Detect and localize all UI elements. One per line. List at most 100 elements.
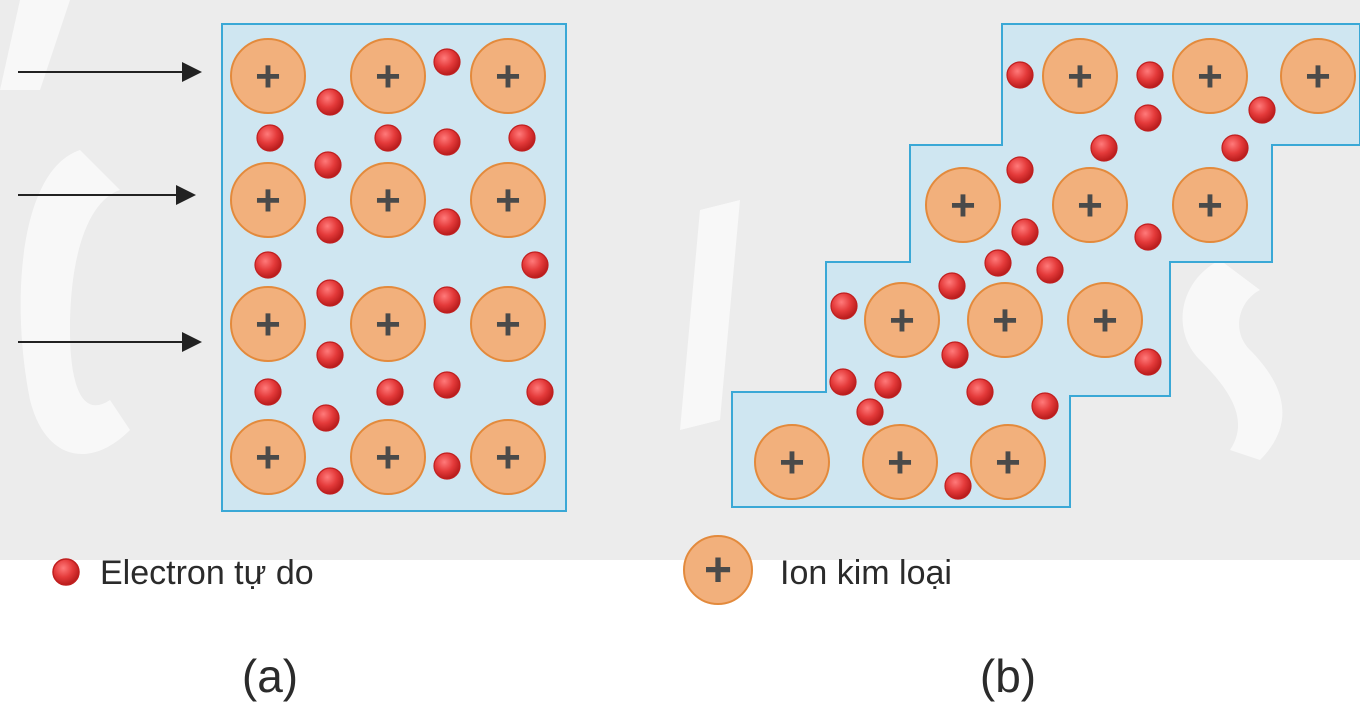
free-electron: [433, 208, 461, 236]
metal-ion: +: [967, 282, 1043, 358]
metal-ion: +: [350, 38, 426, 114]
legend-electron-label: Electron tự do: [100, 554, 314, 592]
legend: Electron tự do + Ion kim loại: [52, 535, 952, 605]
free-electron: [1006, 156, 1034, 184]
free-electron: [944, 472, 972, 500]
metal-ion: +: [350, 286, 426, 362]
free-electron: [1090, 134, 1118, 162]
ion-plus-symbol: +: [375, 433, 401, 482]
free-electron: [316, 341, 344, 369]
metal-ion: +: [925, 167, 1001, 243]
ion-plus-symbol: +: [887, 438, 913, 487]
metal-ion: +: [230, 38, 306, 114]
ion-plus-symbol: +: [704, 544, 732, 597]
free-electron: [316, 279, 344, 307]
legend-ion: + Ion kim loại: [683, 535, 952, 605]
free-electron: [874, 371, 902, 399]
free-electron: [256, 124, 284, 152]
free-electron: [316, 216, 344, 244]
free-electron: [374, 124, 402, 152]
ion-plus-symbol: +: [255, 300, 281, 349]
legend-electron: Electron tự do: [52, 554, 314, 592]
free-electron: [433, 48, 461, 76]
metal-ion: +: [1067, 282, 1143, 358]
free-electron: [433, 128, 461, 156]
metal-ion: +: [350, 162, 426, 238]
metal-ion: +: [1052, 167, 1128, 243]
ion-plus-symbol: +: [375, 176, 401, 225]
metal-ion: +: [754, 424, 830, 500]
ion-plus-symbol: +: [1197, 52, 1223, 101]
ion-plus-symbol: +: [495, 176, 521, 225]
ion-plus-symbol: +: [255, 52, 281, 101]
free-electron: [314, 151, 342, 179]
free-electron: [1248, 96, 1276, 124]
free-electron: [433, 286, 461, 314]
free-electron: [376, 378, 404, 406]
ion-plus-symbol: +: [255, 433, 281, 482]
free-electron: [1134, 223, 1162, 251]
watermark: [0, 0, 1283, 460]
free-electron: [433, 371, 461, 399]
free-electron: [941, 341, 969, 369]
metal-ion: +: [470, 286, 546, 362]
ion-plus-symbol: +: [1197, 181, 1223, 230]
metal-ion: +: [862, 424, 938, 500]
free-electron: [254, 378, 282, 406]
free-electron: [1006, 61, 1034, 89]
ion-plus-symbol: +: [495, 52, 521, 101]
free-electron: [1134, 348, 1162, 376]
electrons-b: [829, 61, 1276, 500]
free-electron: [526, 378, 554, 406]
ion-plus-symbol: +: [995, 438, 1021, 487]
metal-ion: +: [1280, 38, 1356, 114]
legend-ion-label: Ion kim loại: [780, 554, 952, 592]
ion-plus-symbol: +: [950, 181, 976, 230]
ion-plus-symbol: +: [1077, 181, 1103, 230]
metal-ion: +: [1042, 38, 1118, 114]
metal-ion: +: [470, 162, 546, 238]
free-electron: [1136, 61, 1164, 89]
metal-ion: +: [864, 282, 940, 358]
ion-plus-symbol: +: [779, 438, 805, 487]
free-electron: [521, 251, 549, 279]
panel-a-crystal: + + + + + + + + + + + +: [221, 23, 567, 512]
ions-b: + + + + + + + + + + + +: [754, 38, 1356, 500]
metal-ion: +: [230, 162, 306, 238]
free-electron: [830, 292, 858, 320]
electrons-a: [254, 48, 554, 495]
free-electron: [938, 272, 966, 300]
free-electron: [966, 378, 994, 406]
metal-ion: +: [230, 286, 306, 362]
ions-a: + + + + + + + + + + + +: [230, 38, 546, 495]
panel-b-crystal: + + + + + + + + + + + +: [731, 23, 1360, 508]
ion-icon: [683, 535, 753, 605]
free-electron: [829, 368, 857, 396]
free-electron: [1221, 134, 1249, 162]
ion-plus-symbol: +: [1305, 52, 1331, 101]
metal-ion: +: [470, 419, 546, 495]
panel-b-label: (b): [980, 650, 1036, 702]
metal-ion: +: [350, 419, 426, 495]
ion-plus-symbol: +: [1092, 296, 1118, 345]
free-electron: [856, 398, 884, 426]
free-electron: [1036, 256, 1064, 284]
metal-ion: +: [1172, 167, 1248, 243]
ion-plus-symbol: +: [495, 433, 521, 482]
free-electron: [508, 124, 536, 152]
free-electron: [984, 249, 1012, 277]
free-electron: [1011, 218, 1039, 246]
ion-plus-symbol: +: [375, 300, 401, 349]
ion-plus-symbol: +: [1067, 52, 1093, 101]
ion-plus-symbol: +: [255, 176, 281, 225]
free-electron: [1134, 104, 1162, 132]
metal-ion: +: [970, 424, 1046, 500]
ion-plus-symbol: +: [889, 296, 915, 345]
metal-ion: +: [470, 38, 546, 114]
free-electron: [1031, 392, 1059, 420]
free-electron: [316, 88, 344, 116]
metal-ion: +: [230, 419, 306, 495]
metal-ion: +: [1172, 38, 1248, 114]
free-electron: [316, 467, 344, 495]
